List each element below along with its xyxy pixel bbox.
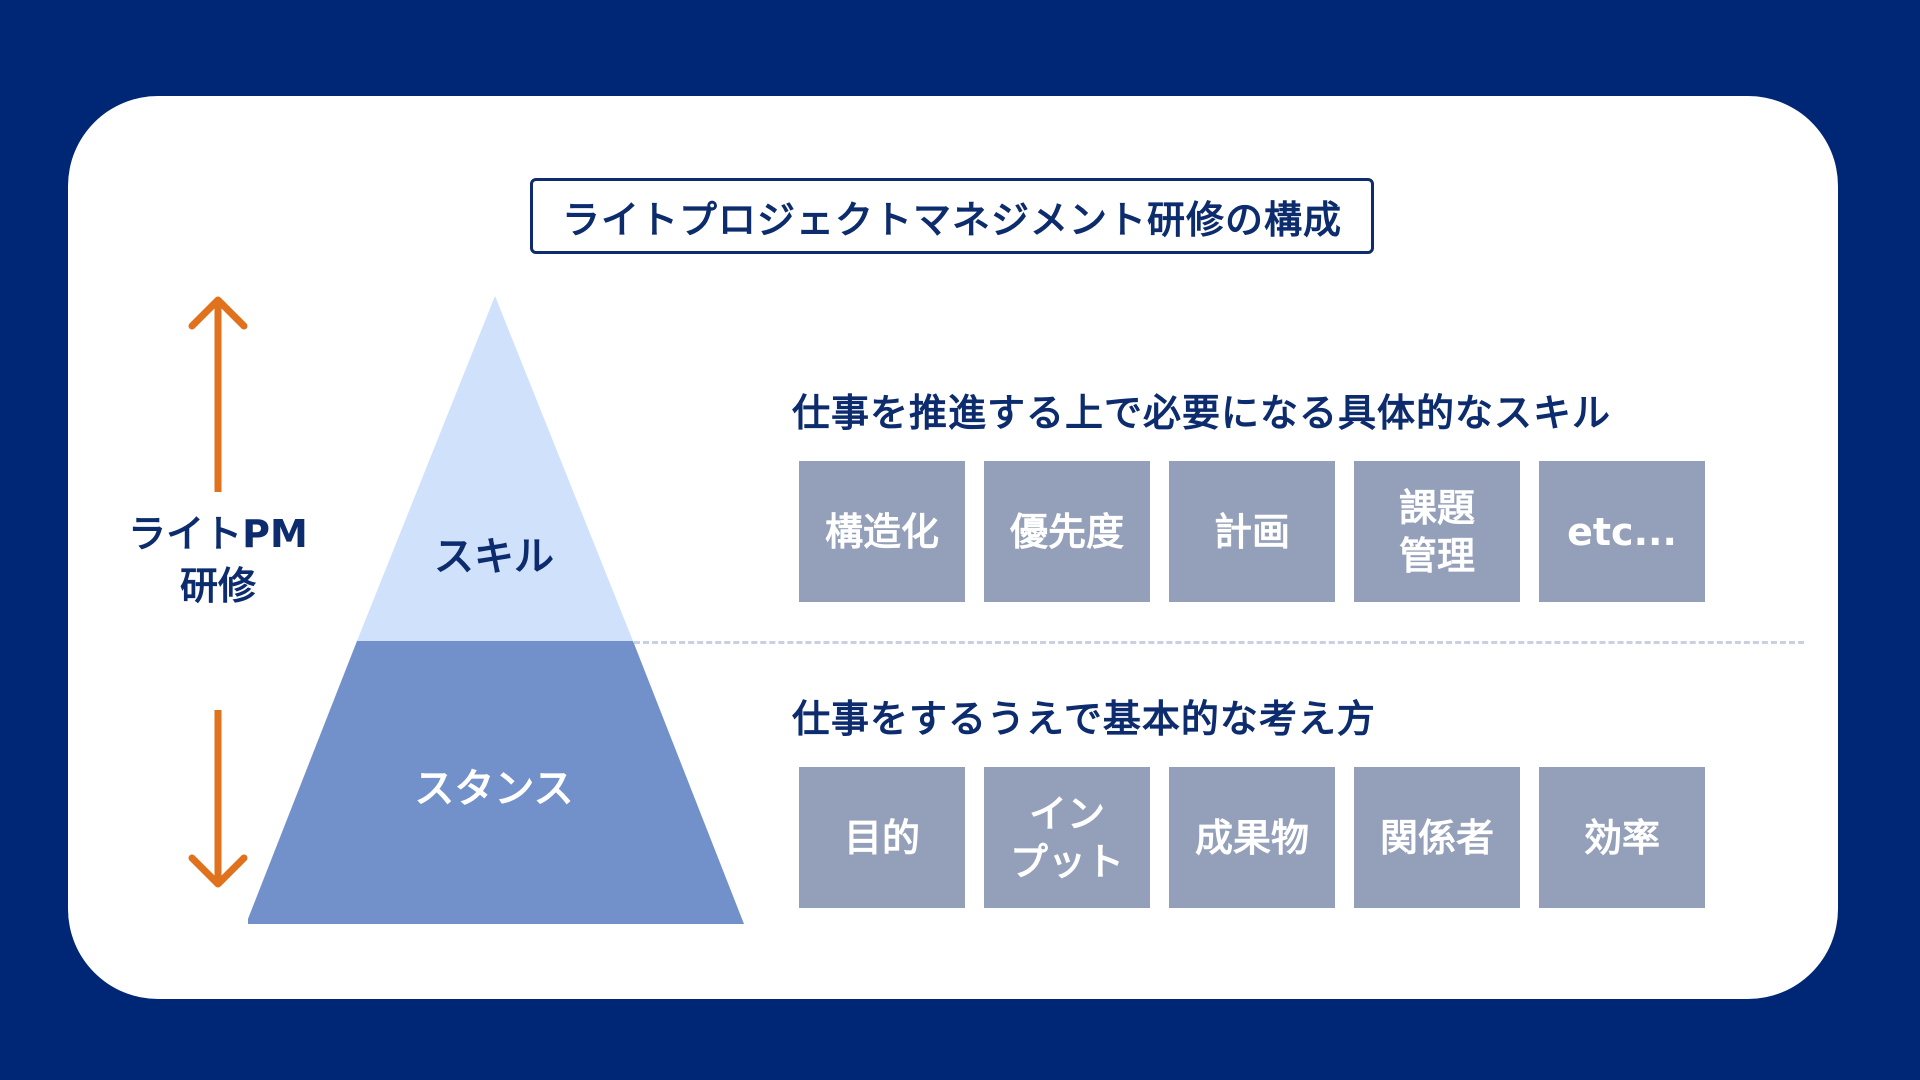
stance-tile: 成果物 (1169, 767, 1335, 908)
stance-tiles: 目的 イン プット 成果物 関係者 効率 (799, 767, 1705, 908)
stance-tile: 目的 (799, 767, 965, 908)
stance-tile: イン プット (984, 767, 1150, 908)
pyramid-bottom-tier (248, 641, 744, 924)
stance-heading: 仕事をするうえで基本的な考え方 (792, 697, 1376, 741)
stance-tile: 関係者 (1354, 767, 1520, 908)
skill-tile: 構造化 (799, 461, 965, 602)
skill-tile: 優先度 (984, 461, 1150, 602)
stance-tile: 効率 (1539, 767, 1705, 908)
skill-tile: 課題 管理 (1354, 461, 1520, 602)
pyramid-top-tier (357, 296, 633, 641)
skills-tiles: 構造化 優先度 計画 課題 管理 etc... (799, 461, 1705, 602)
section-divider (634, 641, 1804, 644)
pyramid-bottom-label: スタンス (414, 766, 574, 812)
skills-heading: 仕事を推進する上で必要になる具体的なスキル (792, 391, 1612, 435)
pyramid (248, 296, 744, 924)
side-label: ライトPM 研修 (118, 508, 318, 612)
side-label-text: ライトPM 研修 (128, 512, 308, 608)
double-arrow-icon (188, 296, 248, 888)
skill-tile: etc... (1539, 461, 1705, 602)
content-card: ライトプロジェクトマネジメント研修の構成 ライトPM 研修 スキル スタンス 仕… (68, 96, 1838, 999)
pyramid-top-label: スキル (434, 534, 554, 580)
diagram-title: ライトプロジェクトマネジメント研修の構成 (530, 178, 1374, 254)
skill-tile: 計画 (1169, 461, 1335, 602)
